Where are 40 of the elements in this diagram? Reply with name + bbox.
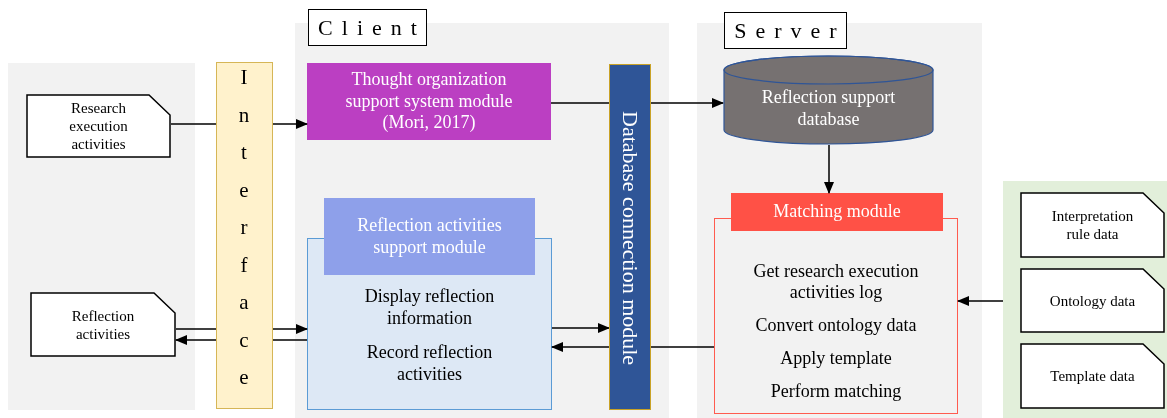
step-label: Perform matching [769,380,903,403]
module-box [307,198,552,410]
group-panel [1003,181,1167,418]
bar-label: Database connection module [617,109,644,368]
arrow [175,335,217,345]
step-label: Get research execution activities log [752,260,920,304]
step-label: Convert ontology data [754,315,918,337]
arrow [650,98,724,108]
step-label: Record reflection activities [365,342,494,386]
step-label: Apply template [779,347,893,370]
arrow [551,342,610,352]
node-label: Reflection activities [70,306,136,344]
document-shape [1020,268,1165,333]
node-label: Interpretation rule data [1050,207,1135,244]
module-box [307,63,551,140]
database-cylinder [723,55,934,145]
connection-bar [609,64,651,410]
interface-bar [216,62,273,409]
arrow [551,323,610,333]
module-header: Reflection activities support module [324,198,535,275]
node-label: Ontology data [1048,291,1137,311]
panel-title: Client [308,9,427,46]
group-panel [8,63,195,410]
document-shape [1020,343,1165,409]
node-label: Template data [1049,367,1136,386]
node-label: Thought organization support system module (Mori, 2017) [344,68,514,135]
document-shape [30,292,176,357]
module-header: Matching module [731,193,943,231]
arrow [824,144,834,194]
module-box [714,193,958,414]
node-label: Reflection support database [760,86,897,131]
arrow [272,324,308,334]
arrow [272,119,308,129]
panel-title: Server [724,12,847,49]
document-shape [1020,192,1165,258]
step-label: Display reflection information [363,286,496,330]
document-shape [26,94,171,158]
node-label: Research execution activities [68,99,129,154]
bar-label: Interface [238,64,250,391]
arrow [957,296,1004,306]
